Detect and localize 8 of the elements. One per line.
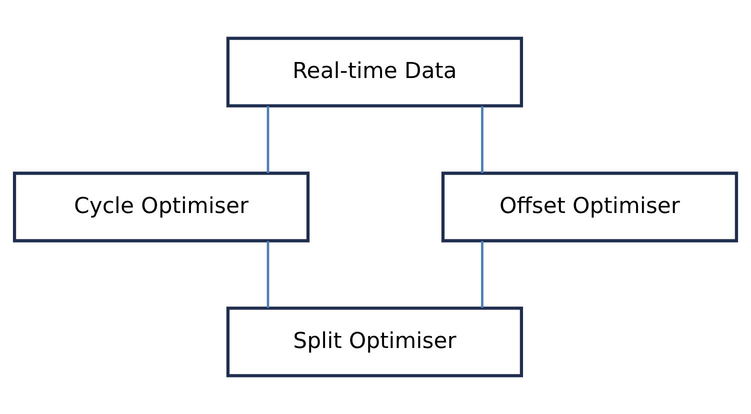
- connector: [481, 106, 484, 173]
- node-box: Cycle Optimiser: [12, 172, 310, 242]
- connector: [481, 241, 484, 308]
- node-box: Offset Optimiser: [441, 172, 738, 242]
- connector: [266, 106, 270, 173]
- node-box: Real-time Data: [226, 36, 524, 108]
- connector: [266, 241, 270, 308]
- node-box: Split Optimiser: [226, 306, 524, 378]
